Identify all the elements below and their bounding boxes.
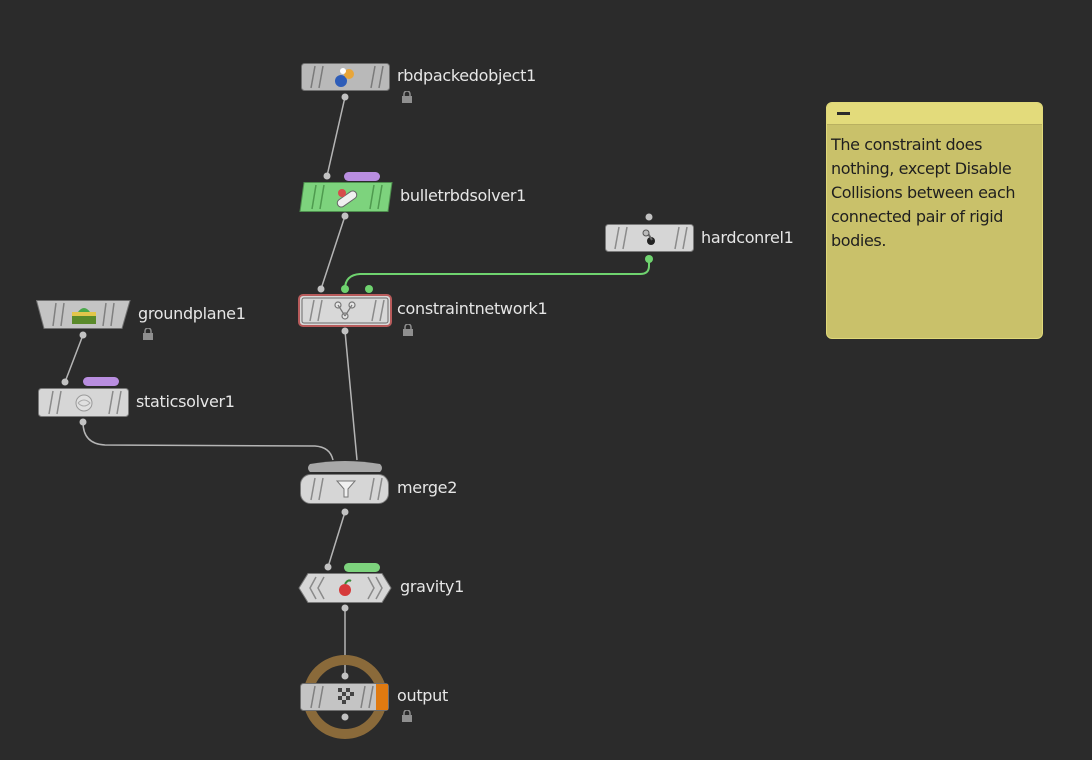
wire-bullet-to-constraint <box>320 215 346 290</box>
node-body[interactable] <box>605 224 695 252</box>
display-flag[interactable] <box>344 563 380 572</box>
node-bulletrbdsolver[interactable]: bulletrbdsolver1 <box>298 171 598 216</box>
node-gravity[interactable]: gravity1 <box>298 562 498 607</box>
node-label: hardconrel1 <box>701 228 794 247</box>
wire-rbd-to-bullet <box>326 96 346 177</box>
node-body[interactable] <box>300 652 392 744</box>
wire-hardconrel-to-constraint <box>344 259 650 290</box>
node-label: staticsolver1 <box>136 392 235 411</box>
display-flag[interactable] <box>344 172 380 181</box>
constraint-network-icon <box>334 301 356 320</box>
node-label: bulletrbdsolver1 <box>400 186 527 205</box>
gravity-apple-icon <box>339 579 352 596</box>
wire-constraint-to-merge <box>344 330 358 461</box>
node-body[interactable] <box>298 294 392 327</box>
node-merge[interactable]: merge2 <box>300 460 500 510</box>
node-label: constraintnetwork1 <box>397 299 548 318</box>
display-flag[interactable] <box>83 377 119 386</box>
lock-icon[interactable] <box>401 91 413 103</box>
collapse-icon[interactable] <box>837 112 850 115</box>
ground-plane-icon <box>72 308 96 324</box>
output-checker-icon <box>338 688 354 704</box>
hard-constraint-icon <box>642 229 655 245</box>
lock-icon[interactable] <box>402 324 414 336</box>
node-output[interactable]: output <box>300 652 480 744</box>
node-label: groundplane1 <box>138 304 246 323</box>
node-hardconrel[interactable]: hardconrel1 <box>605 224 835 254</box>
node-body[interactable] <box>298 573 392 603</box>
merge-funnel-icon <box>335 480 357 498</box>
node-body[interactable] <box>301 63 391 91</box>
wire-static-to-merge <box>82 421 334 461</box>
wire-merge-to-gravity <box>327 511 346 568</box>
node-label: gravity1 <box>400 577 464 596</box>
node-body[interactable] <box>38 388 130 418</box>
sticky-note-text[interactable]: The constraint does nothing, except Disa… <box>831 135 1016 250</box>
node-rbdpackedobject[interactable]: rbdpackedobject1 <box>301 63 601 108</box>
node-groundplane[interactable]: groundplane1 <box>36 300 276 345</box>
node-constraintnetwork[interactable]: constraintnetwork1 <box>298 294 578 339</box>
node-label: rbdpackedobject1 <box>397 66 537 85</box>
sticky-note[interactable]: The constraint does nothing, except Disa… <box>826 102 1043 339</box>
lock-icon[interactable] <box>142 328 154 340</box>
rbd-object-icon <box>335 68 354 87</box>
node-body[interactable] <box>298 182 394 212</box>
node-label: output <box>397 686 448 705</box>
node-label: merge2 <box>397 478 458 497</box>
static-solver-icon <box>75 394 93 412</box>
lock-icon[interactable] <box>401 710 413 722</box>
node-staticsolver[interactable]: staticsolver1 <box>38 376 268 421</box>
wire-ground-to-static <box>64 334 84 383</box>
node-body[interactable] <box>36 300 132 330</box>
node-body[interactable] <box>300 460 392 506</box>
sticky-note-header[interactable] <box>827 103 1042 125</box>
bullet-solver-icon <box>336 189 358 208</box>
output-flag <box>376 684 388 710</box>
